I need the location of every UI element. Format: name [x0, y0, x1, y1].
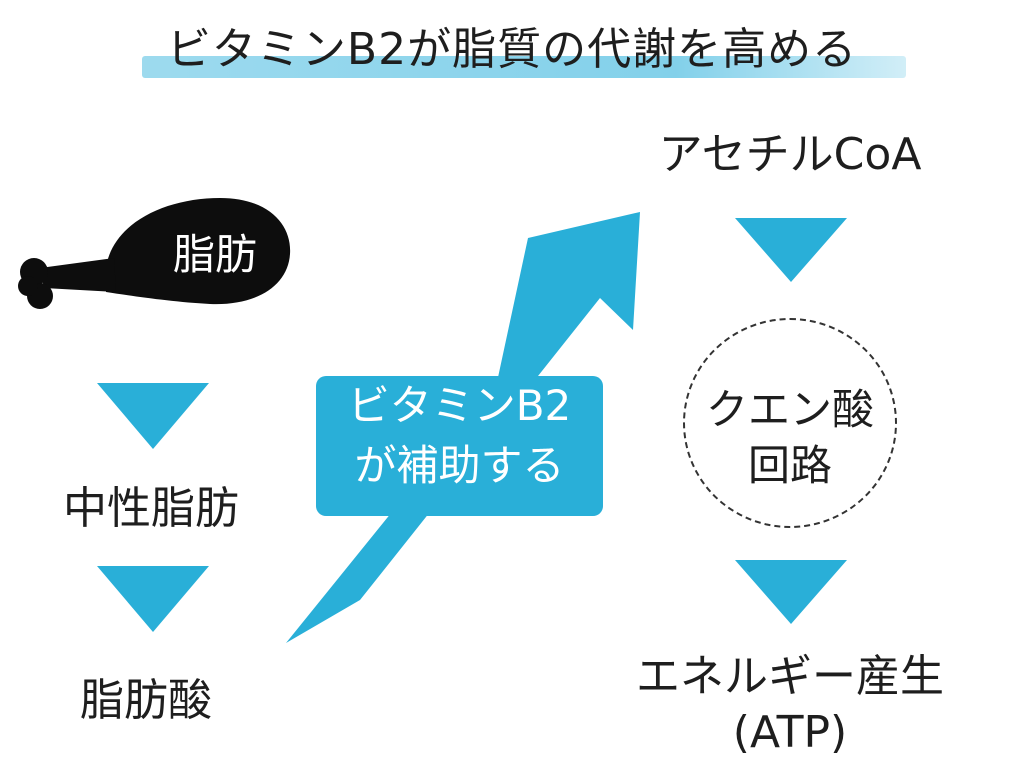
acetyl-coa-label: アセチルCoA	[658, 129, 922, 180]
page-title: ビタミンB2が脂質の代謝を高める	[166, 24, 858, 75]
triglyceride-label: 中性脂肪	[63, 483, 239, 534]
vitamin-b2-callout: ビタミンB2 が補助する	[316, 376, 603, 516]
down-triangle-arrow-icon	[735, 560, 847, 624]
meat-drumstick-icon	[18, 198, 291, 309]
atp-label: (ATP)	[732, 707, 848, 758]
cycle-line-1: クエン酸	[705, 385, 874, 434]
title-highlight-bar	[142, 56, 906, 78]
fatty-acid-label: 脂肪酸	[80, 675, 212, 726]
energy-production-label: エネルギー産生	[636, 651, 944, 702]
down-triangle-arrow-icon	[97, 383, 209, 449]
callout-line-1: ビタミンB2	[347, 381, 572, 430]
citric-acid-cycle-circle	[683, 318, 897, 528]
cycle-line-2: 回路	[747, 441, 832, 490]
fat-label: 脂肪	[172, 230, 257, 279]
down-triangle-arrow-icon	[735, 218, 847, 282]
down-triangle-arrow-icon	[97, 566, 209, 632]
citric-acid-cycle-label: クエン酸 回路	[683, 382, 897, 494]
callout-line-2: が補助する	[354, 441, 565, 490]
title-area: ビタミンB2が脂質の代謝を高める	[0, 18, 1024, 90]
